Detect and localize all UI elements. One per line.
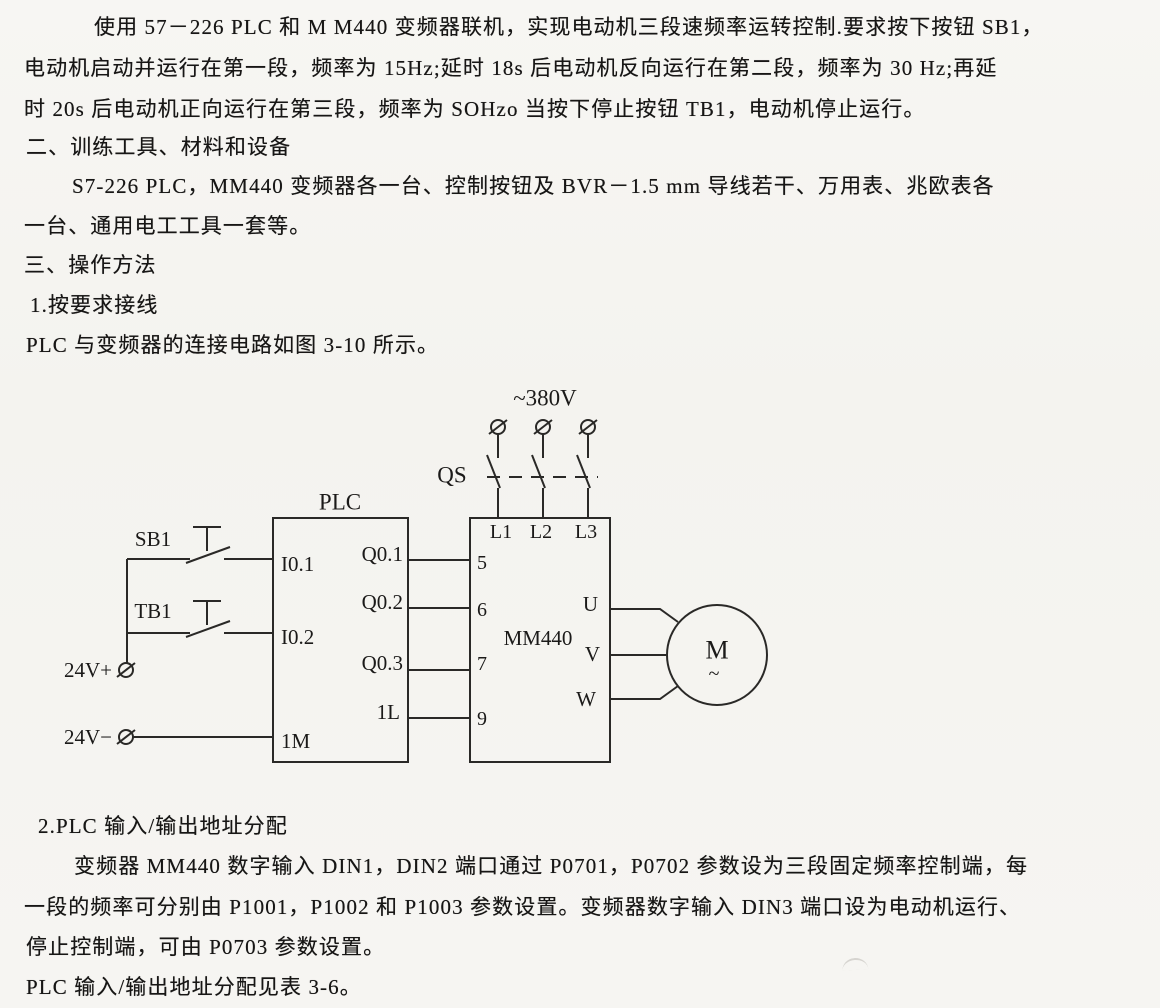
inverter-pin-u: U <box>583 592 598 616</box>
task-desc-line-3: 时 20s 后电动机正向运行在第三段，频率为 SOHzo 当按下停止按钮 TB1… <box>24 97 926 121</box>
motor-tilde: ~ <box>709 663 720 685</box>
addr-para-line-2: 一段的频率可分别由 P1001，P1002 和 P1003 参数设置。变频器数字… <box>24 895 1022 919</box>
sb1-pushbutton-icon <box>127 526 273 564</box>
plc-pin-q02: Q0.2 <box>362 590 403 614</box>
supply-negative-label: 24V− <box>64 725 112 749</box>
task-desc-line-1: 使用 57－226 PLC 和 M M440 变频器联机，实现电动机三段速频率运… <box>94 15 1044 39</box>
scan-artifact <box>841 957 869 971</box>
addr-para-line-3: 停止控制端，可由 P0703 参数设置。 <box>26 935 386 959</box>
supply-24v-wiring <box>116 559 273 745</box>
step-1-heading: 1.按要求接线 <box>30 293 159 317</box>
motor-circle <box>666 604 768 706</box>
qs-label: QS <box>437 463 466 488</box>
plc-box <box>272 517 409 763</box>
plc-pin-q03: Q0.3 <box>362 651 403 675</box>
plc-pin-1l: 1L <box>377 700 400 724</box>
circuit-diagram: ~380V QS PLC I0.1 I0.2 1M Q0.1 Q0.2 Q0.3… <box>64 386 768 763</box>
tools-line-2: 一台、通用电工工具一套等。 <box>24 214 312 238</box>
figure-ref-line: PLC 与变频器的连接电路如图 3-10 所示。 <box>26 333 440 357</box>
inverter-pin-l3: L3 <box>575 521 597 543</box>
plc-pin-i02: I0.2 <box>281 625 314 649</box>
supply-terminal-icon <box>488 419 598 435</box>
plc-title: PLC <box>319 490 361 515</box>
supply-positive-label: 24V+ <box>64 658 112 682</box>
inverter-title: MM440 <box>504 626 573 650</box>
section-3-heading: 三、操作方法 <box>24 253 157 277</box>
plc-inverter-wires <box>408 559 470 719</box>
inverter-pin-7: 7 <box>477 653 487 675</box>
inverter-box <box>469 517 611 763</box>
motor-label: M <box>705 636 728 665</box>
qs-breaker-switch-icon <box>486 434 598 518</box>
plc-pin-q01: Q0.1 <box>362 542 403 566</box>
inverter-pin-9: 9 <box>477 708 487 730</box>
inverter-pin-l2: L2 <box>530 521 552 543</box>
motor-wiring <box>610 608 679 700</box>
tb1-pushbutton-icon <box>127 600 273 638</box>
section-2-heading: 二、训练工具、材料和设备 <box>26 135 292 159</box>
table-ref-line: PLC 输入/输出地址分配见表 3-6。 <box>26 975 362 999</box>
task-desc-line-2: 电动机启动并运行在第一段，频率为 15Hz;延时 18s 后电动机反向运行在第二… <box>24 56 998 80</box>
plc-pin-i01: I0.1 <box>281 552 314 576</box>
plc-pin-1m: 1M <box>281 729 311 753</box>
sb1-label: SB1 <box>135 527 171 551</box>
inverter-pin-v: V <box>585 642 600 666</box>
power-label: ~380V <box>513 386 577 411</box>
inverter-pin-5: 5 <box>477 552 487 574</box>
inverter-pin-l1: L1 <box>490 521 512 543</box>
tb1-label: TB1 <box>134 599 171 623</box>
step-2-heading: 2.PLC 输入/输出地址分配 <box>38 814 288 838</box>
tools-line-1: S7-226 PLC，MM440 变频器各一台、控制按钮及 BVR－1.5 mm… <box>72 174 995 198</box>
addr-para-line-1: 变频器 MM440 数字输入 DIN1，DIN2 端口通过 P0701，P070… <box>74 854 1029 878</box>
inverter-pin-w: W <box>576 687 596 711</box>
inverter-pin-6: 6 <box>477 599 487 621</box>
